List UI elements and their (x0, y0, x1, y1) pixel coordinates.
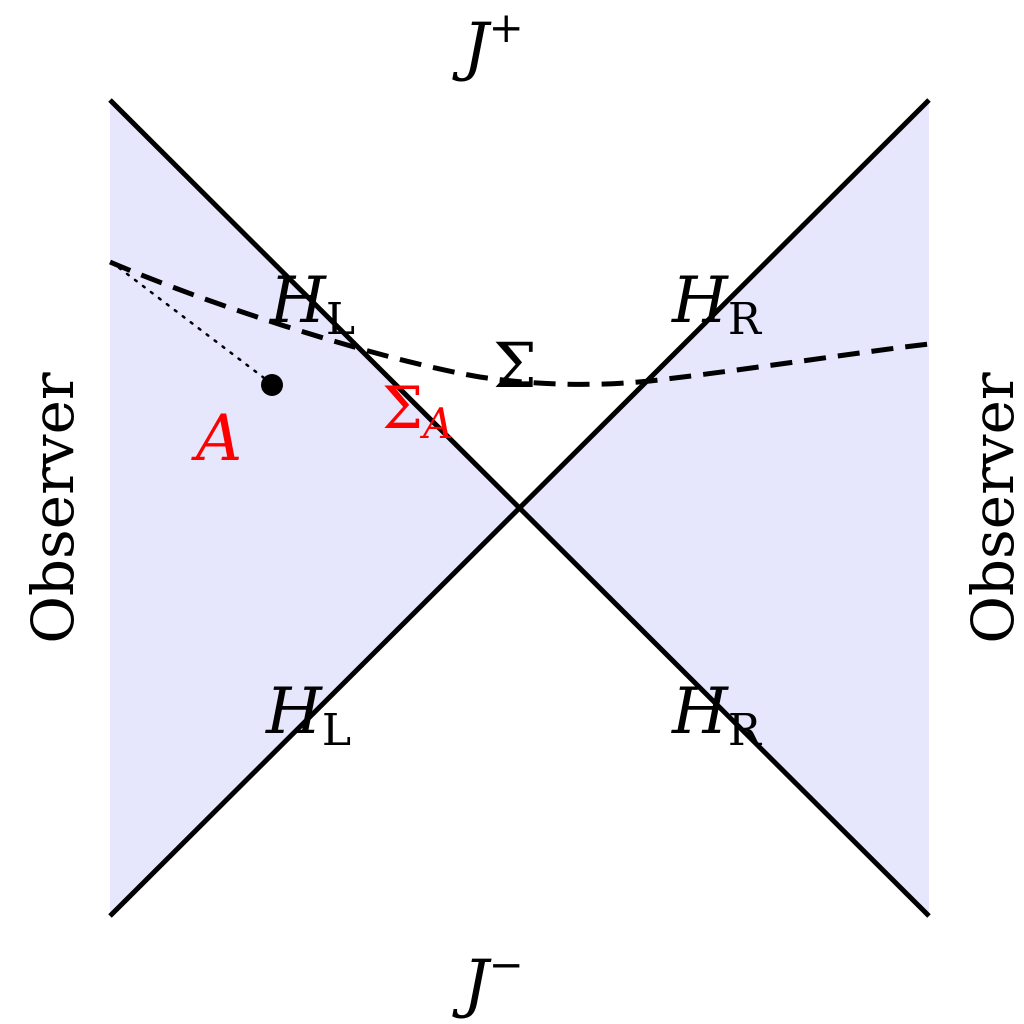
sigma-slice-curve (109, 259, 930, 387)
point-a-label: A (191, 402, 242, 476)
horizon-right-lower-label: HR (671, 675, 763, 756)
horizon-left-upper-label: HL (269, 264, 355, 345)
sigma-a-label: ΣA (382, 374, 453, 448)
sigma-label: Σ (493, 329, 537, 402)
point-a-dot (261, 374, 283, 396)
right-wedge-region (519, 100, 929, 916)
horizon-line-ascending (108, 98, 931, 918)
observer-right-label: Observer (959, 372, 1024, 644)
horizon-right-upper-label: HR (671, 264, 763, 345)
horizon-left-lower-label: HL (265, 675, 351, 756)
dotted-connector (112, 262, 274, 386)
scri-plus-label: J+ (452, 3, 524, 84)
left-wedge-region (110, 100, 519, 916)
observer-left-label: Observer (19, 372, 87, 644)
scri-minus-label: J− (452, 940, 524, 1021)
